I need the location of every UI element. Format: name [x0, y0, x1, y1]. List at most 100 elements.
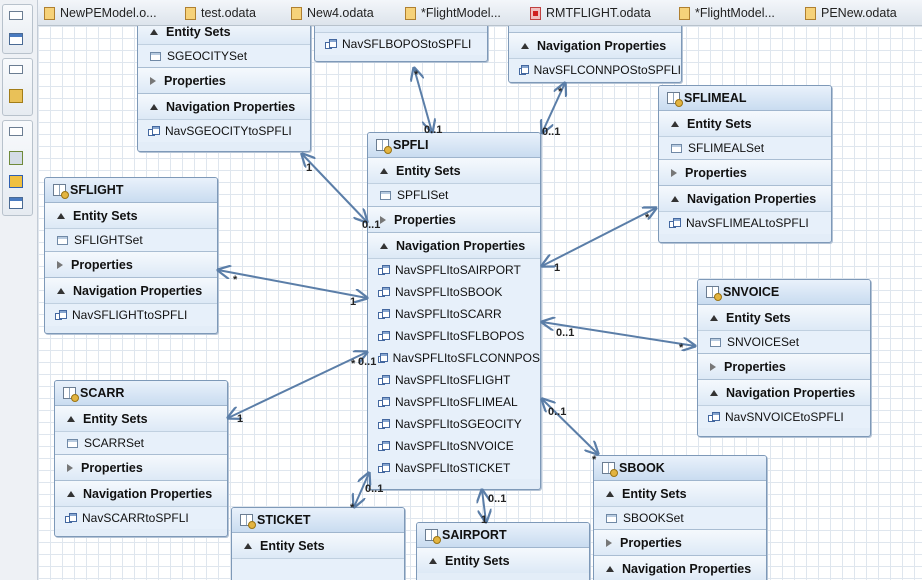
outline-view-icon[interactable] [9, 33, 23, 45]
association-sflconnpos-spfli[interactable] [542, 83, 565, 133]
collapse-triangle-icon[interactable] [710, 314, 718, 321]
collapse-triangle-icon[interactable] [380, 167, 388, 174]
entity-set-item[interactable]: SGEOCITYSet [138, 44, 310, 67]
project-explorer-icon[interactable] [9, 89, 23, 103]
expand-triangle-icon[interactable] [380, 215, 386, 224]
navigation-property-item[interactable]: NavSFLIGHTtoSPFLI [45, 303, 217, 326]
open-folder-icon[interactable] [9, 175, 23, 188]
navigation-property-item[interactable]: NavSPFLItoSFLIMEAL [368, 391, 540, 413]
properties-section[interactable]: Properties [368, 206, 540, 232]
entity-sets-section[interactable]: Entity Sets [138, 26, 310, 44]
entity-header[interactable]: SFLIGHT [45, 178, 217, 203]
entity-set-item[interactable]: SFLIMEALSet [659, 136, 831, 159]
entity-header[interactable]: SFLIMEAL [659, 86, 831, 111]
expand-triangle-icon[interactable] [671, 168, 677, 177]
entity-set-item[interactable]: SPFLISet [368, 183, 540, 206]
navigation-property-item[interactable]: NavSPFLItoSFLBOPOS [368, 325, 540, 347]
navigation-properties-section[interactable]: Navigation Properties [138, 93, 310, 119]
entity-sets-section[interactable]: Entity Sets [698, 305, 870, 330]
properties-section[interactable]: Properties [594, 529, 766, 555]
properties-section[interactable]: Properties [659, 159, 831, 185]
collapse-triangle-icon[interactable] [606, 490, 614, 497]
entity-sflbopos[interactable]: NavSFLBOPOStoSPFLI [314, 26, 488, 62]
entity-sets-section[interactable]: Entity Sets [55, 406, 227, 431]
entity-sgeocity[interactable]: Entity Sets SGEOCITYSet Properties Navig… [137, 26, 311, 152]
navigation-property-item[interactable]: NavSFLBOPOStoSPFLI [315, 32, 487, 55]
entity-header[interactable]: SAIRPORT [417, 523, 589, 548]
collapse-triangle-icon[interactable] [57, 212, 65, 219]
entity-sets-section[interactable]: Entity Sets [594, 481, 766, 506]
collapse-triangle-icon[interactable] [150, 28, 158, 35]
entity-set-item[interactable]: SNVOICESet [698, 330, 870, 353]
properties-view-icon[interactable] [9, 151, 23, 165]
navigation-properties-section[interactable]: Navigation Properties [45, 277, 217, 303]
restore-icon[interactable] [9, 65, 23, 74]
association-sflbopos-spfli[interactable] [414, 68, 432, 132]
navigation-property-item[interactable]: NavSPFLItoSCARR [368, 303, 540, 325]
collapse-triangle-icon[interactable] [521, 42, 529, 49]
navigation-property-item[interactable]: NavSNVOICEtoSPFLI [698, 405, 870, 428]
console-view-icon[interactable] [9, 197, 23, 209]
entity-header[interactable]: SCARR [55, 381, 227, 406]
association-snvoice-spfli[interactable] [542, 322, 695, 346]
tab-flightmodel-2[interactable]: *FlightModel... [679, 4, 775, 22]
association-sbook-spfli[interactable] [542, 399, 598, 454]
collapse-triangle-icon[interactable] [429, 557, 437, 564]
entity-sticket[interactable]: STICKET Entity Sets Properties [231, 507, 405, 580]
navigation-property-item[interactable]: NavSPFLItoSTICKET [368, 457, 540, 479]
navigation-property-item[interactable]: NavSPFLItoSFLCONNPOS [368, 347, 540, 369]
expand-triangle-icon[interactable] [67, 463, 73, 472]
tab-newpemodel[interactable]: NewPEModel.o... [44, 4, 157, 22]
entity-set-item[interactable] [232, 558, 404, 580]
navigation-properties-section[interactable]: Navigation Properties [509, 32, 681, 58]
navigation-property-item[interactable]: NavSFLCONNPOStoSPFLI [509, 58, 681, 81]
properties-section[interactable]: Properties [138, 67, 310, 93]
navigation-property-item[interactable]: NavSFLIMEALtoSPFLI [659, 211, 831, 234]
collapse-triangle-icon[interactable] [150, 103, 158, 110]
navigation-property-item[interactable]: NavSPFLItoSNVOICE [368, 435, 540, 457]
restore-icon[interactable] [9, 127, 23, 136]
collapse-triangle-icon[interactable] [671, 195, 679, 202]
navigation-property-item[interactable]: NavSPFLItoSAIRPORT [368, 258, 540, 281]
expand-triangle-icon[interactable] [710, 362, 716, 371]
tab-penew[interactable]: PENew.odata [805, 4, 897, 22]
association-scarr-spfli[interactable] [228, 352, 367, 418]
navigation-properties-section[interactable]: Navigation Properties [659, 185, 831, 211]
entity-sets-section[interactable]: Entity Sets [417, 548, 589, 573]
tab-test[interactable]: test.odata [185, 4, 256, 22]
collapse-triangle-icon[interactable] [67, 490, 75, 497]
navigation-properties-section[interactable]: Navigation Properties [368, 232, 540, 258]
entity-sets-section[interactable]: Entity Sets [232, 533, 404, 558]
entity-header[interactable]: SPFLI [368, 133, 540, 158]
collapse-triangle-icon[interactable] [380, 242, 388, 249]
entity-header[interactable]: STICKET [232, 508, 404, 533]
diagram-canvas[interactable]: Entity Sets SGEOCITYSet Properties Navig… [38, 26, 922, 580]
association-sflimeal-spfli[interactable] [542, 208, 656, 266]
collapse-triangle-icon[interactable] [67, 415, 75, 422]
entity-header[interactable]: SNVOICE [698, 280, 870, 305]
navigation-property-item[interactable]: NavSPFLItoSGEOCITY [368, 413, 540, 435]
navigation-properties-section[interactable]: Navigation Properties [698, 379, 870, 405]
navigation-property-item[interactable]: NavSPFLItoSFLIGHT [368, 369, 540, 391]
entity-sflimeal[interactable]: SFLIMEAL Entity Sets SFLIMEALSet Propert… [658, 85, 832, 243]
entity-sets-section[interactable]: Entity Sets [45, 203, 217, 228]
expand-triangle-icon[interactable] [57, 260, 63, 269]
properties-section[interactable]: Properties [55, 454, 227, 480]
entity-sets-section[interactable]: Entity Sets [659, 111, 831, 136]
navigation-properties-section[interactable] [315, 26, 487, 32]
entity-snvoice[interactable]: SNVOICE Entity Sets SNVOICESet Propertie… [697, 279, 871, 437]
properties-section[interactable] [509, 26, 681, 32]
entity-sets-section[interactable]: Entity Sets [368, 158, 540, 183]
entity-header[interactable]: SBOOK [594, 456, 766, 481]
properties-section[interactable]: Properties [45, 251, 217, 277]
collapse-triangle-icon[interactable] [244, 542, 252, 549]
expand-triangle-icon[interactable] [606, 538, 612, 547]
association-sticket-spfli[interactable] [354, 473, 369, 507]
entity-spfli[interactable]: SPFLI Entity Sets SPFLISet Properties Na… [367, 132, 541, 490]
navigation-property-item[interactable]: NavSPFLItoSBOOK [368, 281, 540, 303]
tab-flightmodel-1[interactable]: *FlightModel... [405, 4, 501, 22]
navigation-properties-section[interactable]: Navigation Properties [55, 480, 227, 506]
collapse-triangle-icon[interactable] [671, 120, 679, 127]
expand-triangle-icon[interactable] [150, 76, 156, 85]
tab-new4[interactable]: New4.odata [291, 4, 374, 22]
